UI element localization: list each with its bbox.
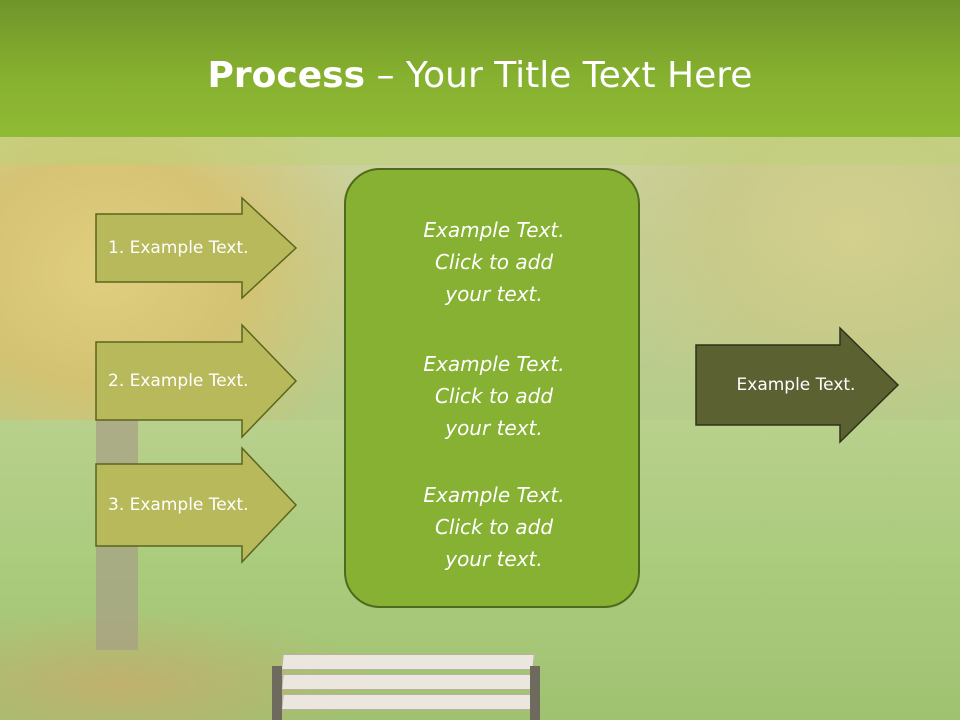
title-underband (0, 137, 960, 165)
center-paragraph-1-line-3: your text. (445, 282, 543, 306)
center-paragraph-3-line-3: your text. (445, 547, 543, 571)
center-paragraph-2-line-3: your text. (445, 416, 543, 440)
center-paragraph-2: Example Text. Click to add your text. (346, 348, 642, 444)
result-arrow-shape (695, 326, 900, 444)
step-arrow-1-label: 1. Example Text. (108, 238, 249, 258)
step-arrow-2-label: 2. Example Text. (108, 371, 249, 391)
title-bar (0, 0, 960, 137)
step-arrow-1[interactable]: 1. Example Text. (95, 196, 298, 300)
step-arrow-1-shape (95, 196, 298, 300)
step-arrow-3[interactable]: 3. Example Text. (95, 446, 298, 564)
park-bench (262, 648, 562, 720)
slide-title[interactable]: Process – Your Title Text Here (0, 52, 960, 100)
center-paragraph-2-line-1: Example Text. (423, 352, 565, 376)
step-arrow-2[interactable]: 2. Example Text. (95, 323, 298, 439)
center-paragraph-1-line-2: Click to add (434, 250, 554, 274)
result-arrow-label: Example Text. (736, 375, 856, 395)
center-paragraph-3-line-1: Example Text. (423, 483, 565, 507)
center-paragraph-1-line-1: Example Text. (423, 218, 565, 242)
step-arrow-2-shape (95, 323, 298, 439)
center-paragraph-3-line-2: Click to add (434, 515, 554, 539)
title-bold: Process (207, 55, 366, 96)
center-paragraph-1: Example Text. Click to add your text. (346, 214, 642, 310)
center-paragraph-3: Example Text. Click to add your text. (346, 479, 642, 575)
step-arrow-3-label: 3. Example Text. (108, 495, 249, 515)
center-paragraph-2-line-2: Click to add (434, 384, 554, 408)
title-rest: – Your Title Text Here (365, 55, 753, 96)
center-text-box[interactable]: Example Text. Click to add your text. Ex… (344, 168, 640, 608)
result-arrow[interactable]: Example Text. (695, 326, 900, 444)
step-arrow-3-shape (95, 446, 298, 564)
